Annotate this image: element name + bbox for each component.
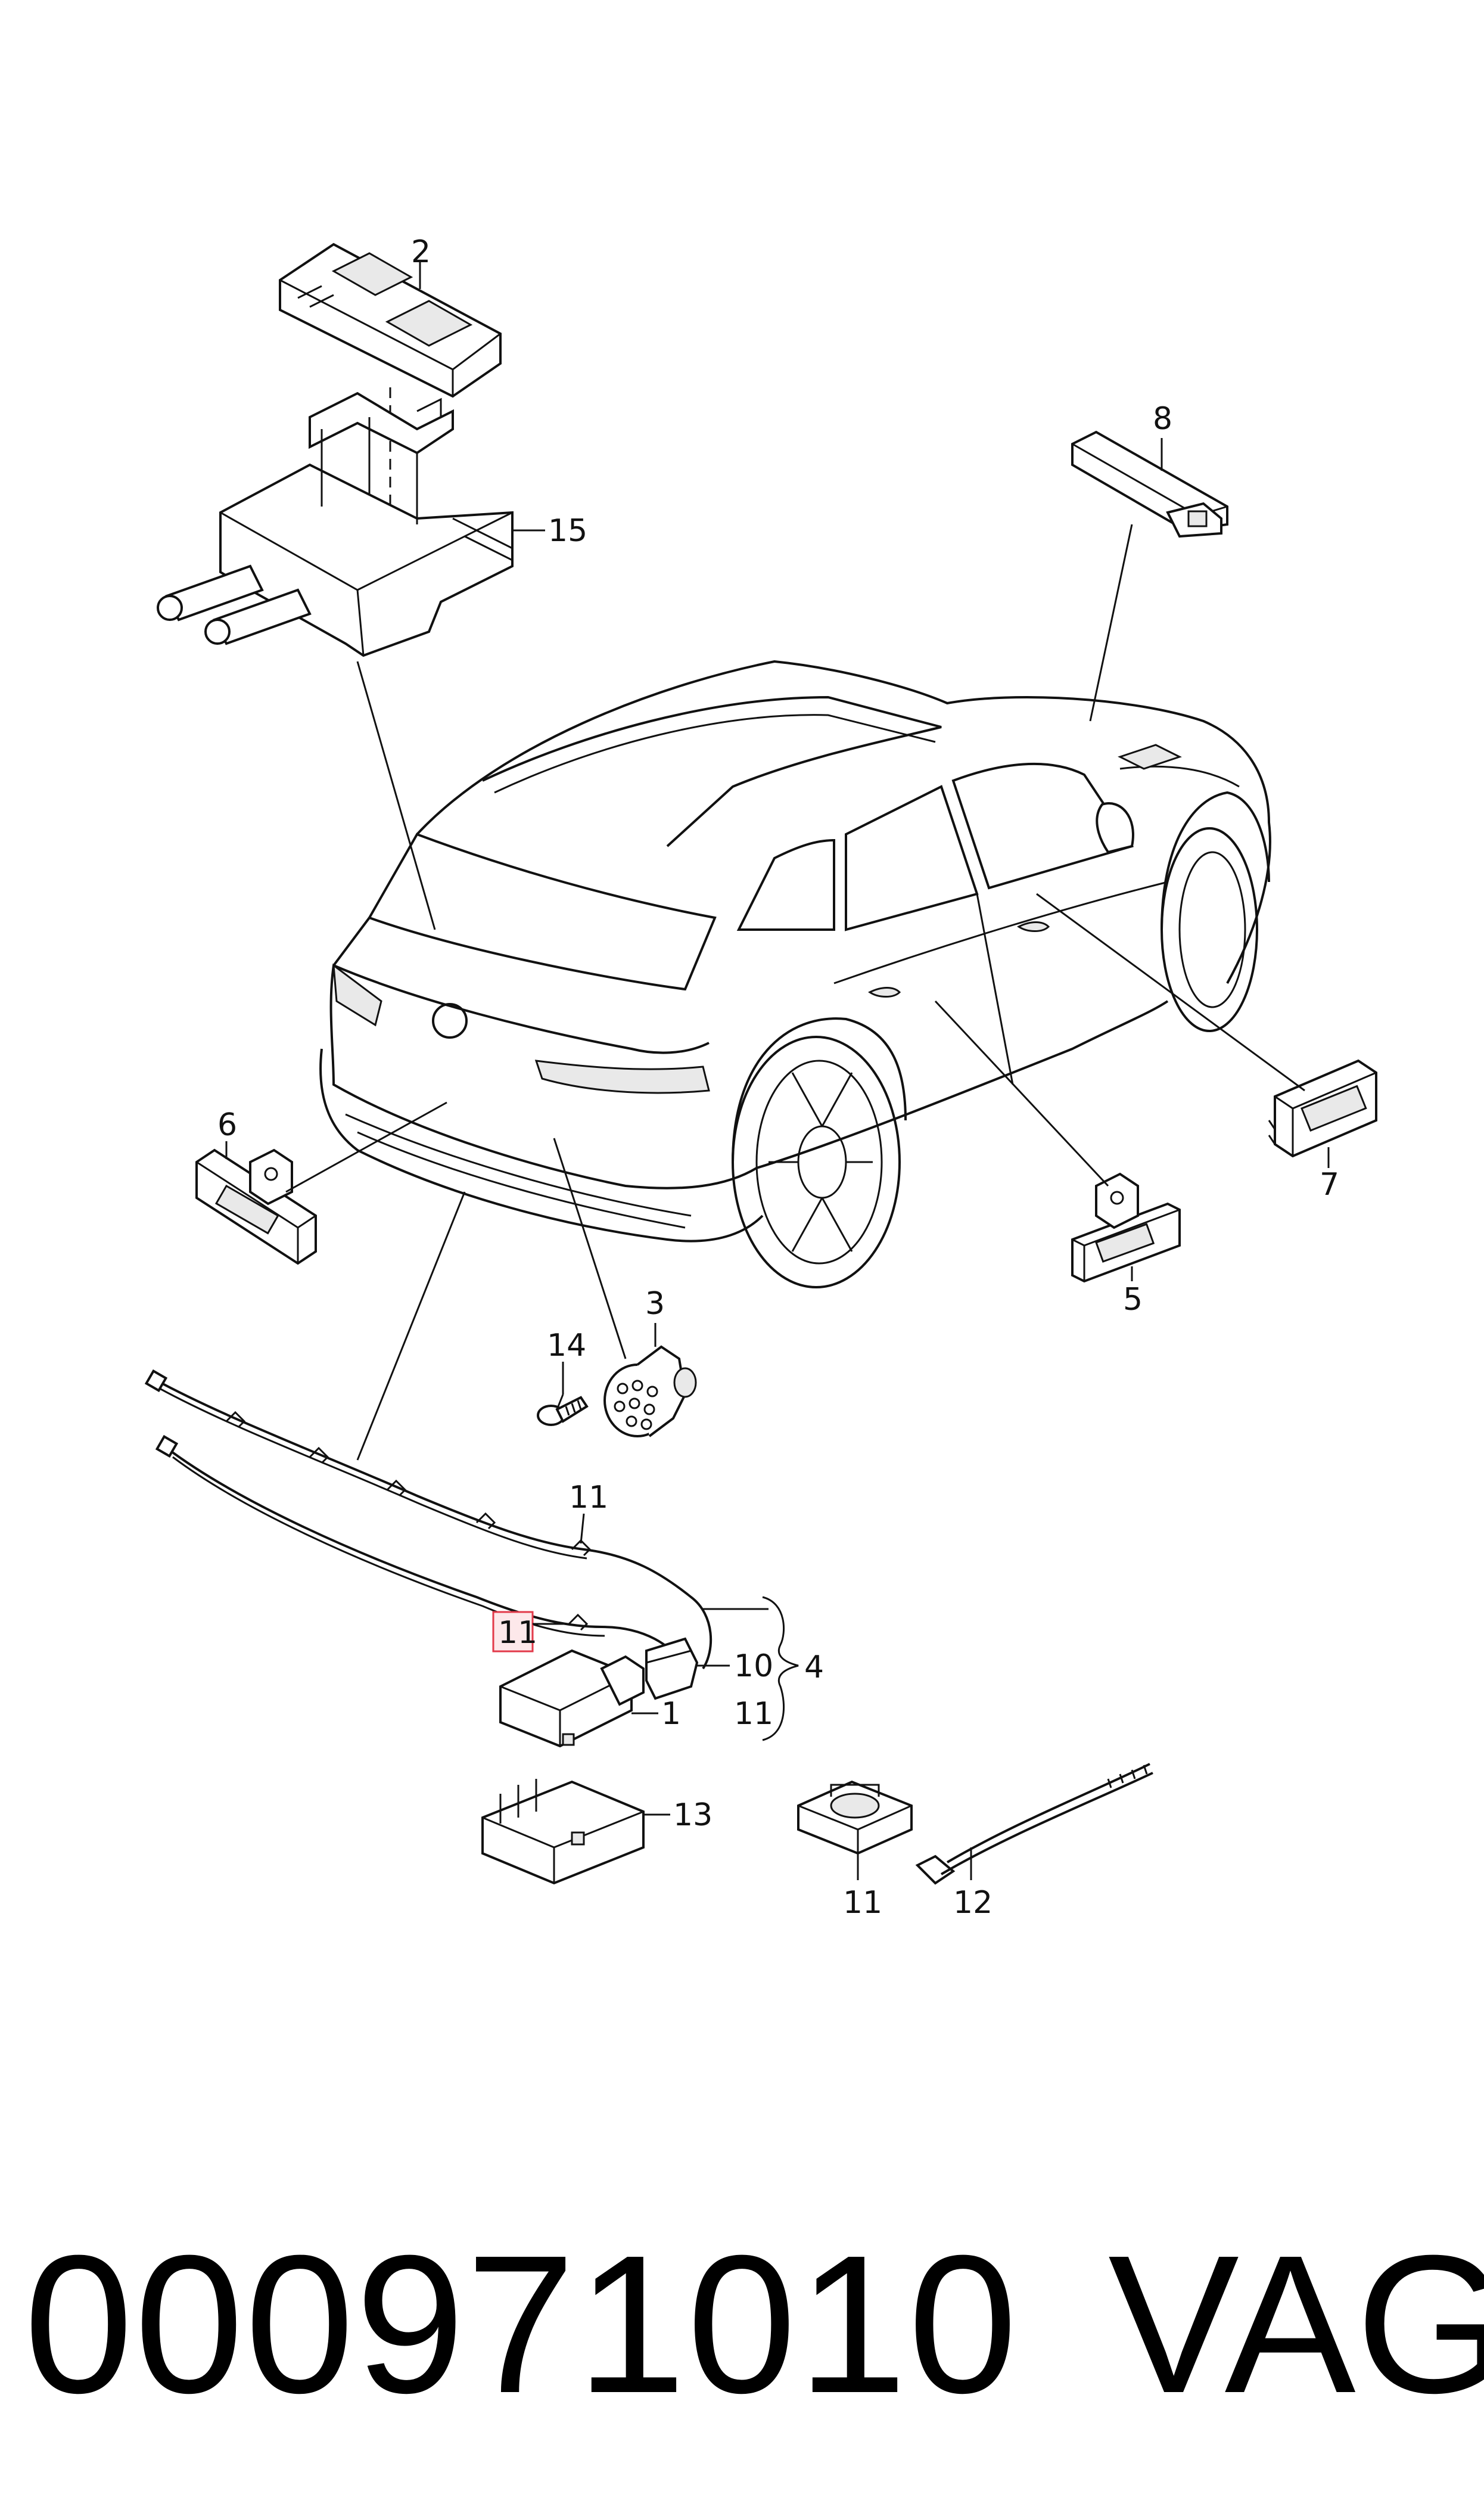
- brand-name: VAG: [1108, 2214, 1484, 2434]
- callout-4: 4: [804, 1650, 824, 1685]
- part-4-wiring-harness[interactable]: [144, 1369, 713, 1700]
- leader-5-to-car: [934, 1000, 1109, 1187]
- callout-2: 2: [411, 234, 431, 270]
- part-14-screw[interactable]: [537, 1394, 589, 1426]
- leader-7-to-car: [1036, 893, 1305, 1092]
- leader-3-to-car: [553, 1138, 627, 1359]
- highlight-box-11: [492, 1611, 534, 1653]
- leader-8-to-car: [1089, 524, 1133, 722]
- callout-1: 1: [661, 1696, 681, 1732]
- callout-5: 5: [1123, 1282, 1143, 1318]
- part-8-antenna-module[interactable]: [1071, 430, 1228, 538]
- callout-7: 7: [1320, 1167, 1339, 1203]
- part-5-sensor[interactable]: [1071, 1172, 1181, 1283]
- callout-3: 3: [645, 1286, 665, 1322]
- callout-11b: 11: [498, 1615, 537, 1651]
- part-3-connector[interactable]: [603, 1345, 697, 1437]
- callout-13: 13: [673, 1797, 713, 1833]
- part-1-module[interactable]: [499, 1649, 645, 1748]
- vehicle-suv-outline: [319, 660, 1271, 1288]
- leader-6-to-car: [285, 1101, 447, 1193]
- callout-8: 8: [1153, 401, 1172, 437]
- part-6-sensor[interactable]: [195, 1148, 317, 1265]
- part-number: 000971010: [24, 2214, 1019, 2434]
- callout-11a: 11: [569, 1480, 608, 1515]
- part-7-control-unit[interactable]: [1268, 1059, 1377, 1158]
- callout-11d: 11: [843, 1885, 882, 1921]
- leader-11a: [580, 1513, 585, 1544]
- callout-14: 14: [547, 1328, 586, 1363]
- callout-15: 15: [548, 513, 587, 549]
- part-15-holder[interactable]: [157, 392, 514, 657]
- callout-11c: 11: [734, 1696, 773, 1732]
- callout-10: 10: [734, 1648, 773, 1684]
- callout-12: 12: [953, 1885, 993, 1921]
- part-12-cable-tie[interactable]: [915, 1763, 1153, 1885]
- callout-6: 6: [217, 1107, 237, 1143]
- leader-harness-to-car: [356, 1191, 466, 1461]
- leader-4-bracket: [762, 1596, 799, 1741]
- leader-15-to-car: [356, 661, 436, 930]
- part-13-cover[interactable]: [481, 1779, 645, 1885]
- part-2-control-module[interactable]: [279, 243, 502, 398]
- part-11-clip-base[interactable]: [797, 1780, 913, 1855]
